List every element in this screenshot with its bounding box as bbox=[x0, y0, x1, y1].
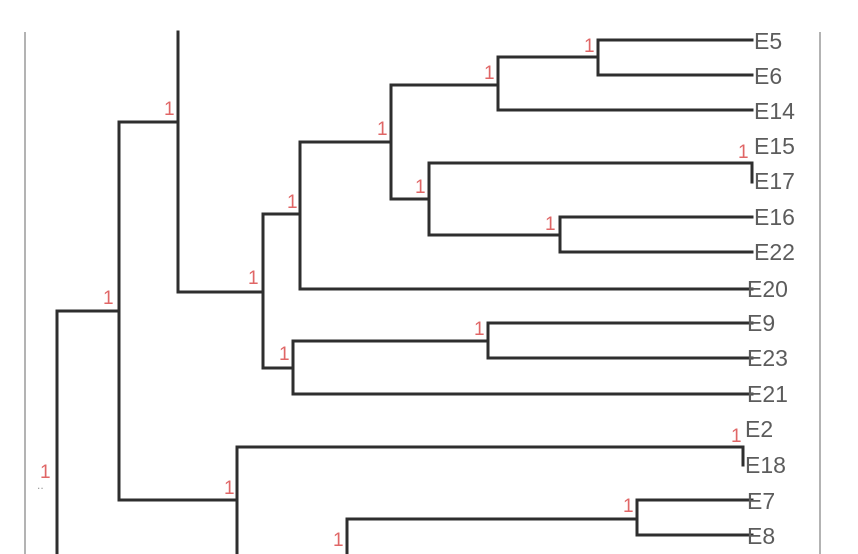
leaf-label: E22 bbox=[754, 239, 795, 265]
support-value: 1 bbox=[333, 530, 344, 551]
support-value: 1 bbox=[623, 496, 634, 517]
support-value: 1 bbox=[224, 478, 235, 499]
support-value: 1 bbox=[287, 192, 298, 213]
leaf-label: E21 bbox=[747, 381, 788, 407]
support-values: 1 1 1 1 1 1 1 1 1 1 1 1 1 1 1 1 1 .. bbox=[37, 36, 749, 551]
support-value: 1 bbox=[474, 319, 485, 340]
leaf-label: E17 bbox=[754, 168, 795, 194]
leaf-label: E5 bbox=[754, 28, 782, 54]
branch bbox=[558, 215, 754, 254]
support-value: 1 bbox=[738, 142, 749, 163]
leaf-label: E18 bbox=[745, 452, 786, 478]
support-value: 1 bbox=[279, 344, 290, 365]
leaf-label: E2 bbox=[745, 416, 773, 442]
leaf-label: E8 bbox=[747, 523, 775, 549]
leaf-label: E20 bbox=[747, 276, 788, 302]
branch bbox=[176, 30, 265, 294]
leaf-label: E15 bbox=[754, 133, 795, 159]
branch bbox=[345, 498, 754, 554]
branch bbox=[596, 38, 754, 77]
support-value: 1 bbox=[545, 214, 556, 235]
branch bbox=[235, 445, 745, 467]
leaf-labels: E5 E6 E14 E15 E17 E16 E22 E20 E9 E23 E21… bbox=[745, 28, 795, 549]
support-value: 1 bbox=[731, 426, 742, 447]
support-value: 1 bbox=[103, 288, 114, 309]
support-value: 1 bbox=[164, 99, 175, 120]
leaf-label: E23 bbox=[747, 345, 788, 371]
leaf-label: E14 bbox=[754, 98, 795, 124]
branch bbox=[291, 339, 754, 396]
leaf-label: E7 bbox=[747, 488, 775, 514]
branch bbox=[389, 83, 500, 201]
branch bbox=[55, 309, 121, 554]
support-value: 1 bbox=[584, 36, 595, 57]
leaf-label: E9 bbox=[747, 310, 775, 336]
support-value: 1 bbox=[40, 462, 51, 483]
branch bbox=[486, 321, 754, 360]
support-value: 1 bbox=[484, 63, 495, 84]
branches bbox=[55, 30, 754, 554]
branch bbox=[496, 55, 754, 112]
support-value: 1 bbox=[415, 177, 426, 198]
branch bbox=[427, 161, 754, 237]
support-value: 1 bbox=[248, 268, 259, 289]
leaf-label: E16 bbox=[754, 204, 795, 230]
support-value: 1 bbox=[377, 119, 388, 140]
root-dots: .. bbox=[37, 478, 44, 492]
leaf-label: E6 bbox=[754, 63, 782, 89]
